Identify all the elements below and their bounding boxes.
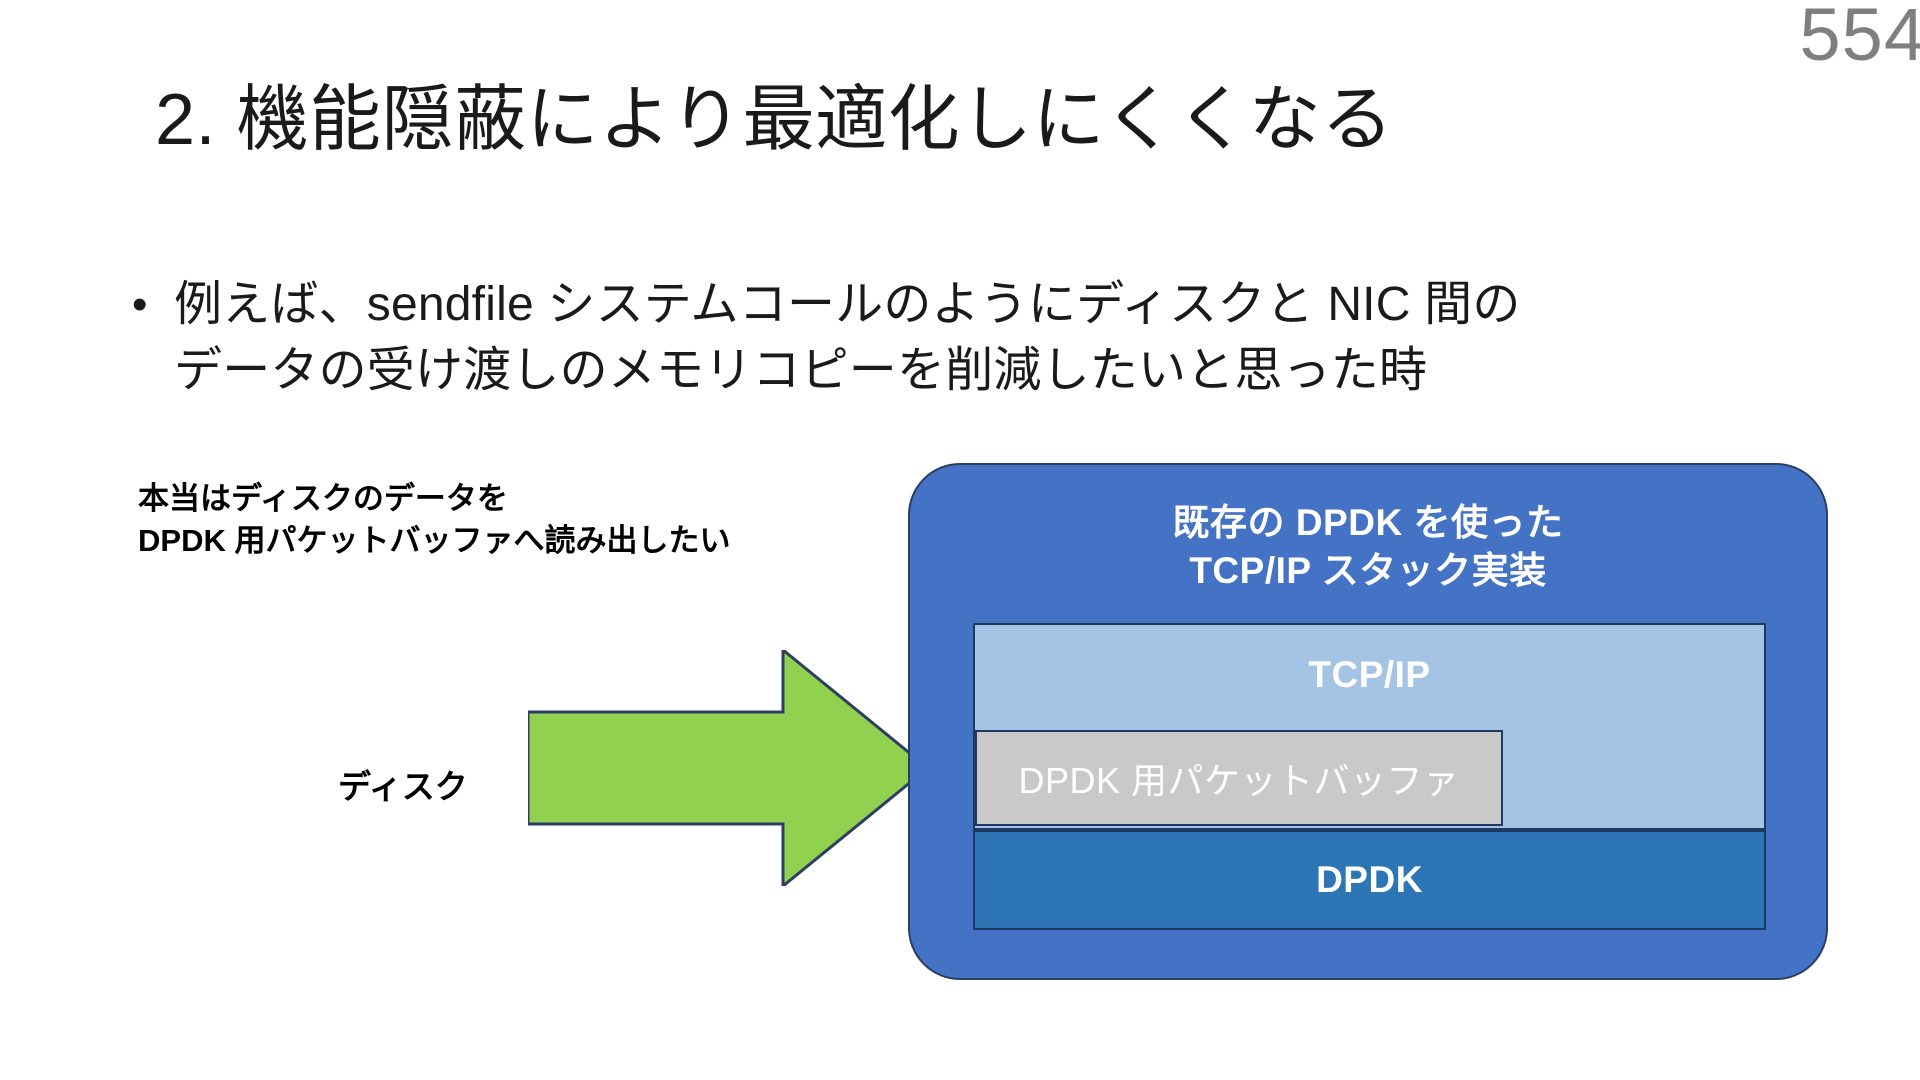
stack-layer-packet-buffer: DPDK 用パケットバッファ xyxy=(975,730,1503,826)
panel-heading: 既存の DPDK を使った TCP/IP スタック実装 xyxy=(910,499,1826,595)
disk-label: ディスク xyxy=(338,768,468,805)
list-item: • 例えば、sendfile システムコールのようにディスクと NIC 間の xyxy=(132,272,1772,338)
protocol-stack: TCP/IP DPDK DPDK 用パケットバッファ xyxy=(973,623,1766,930)
panel-heading-line-1: 既存の DPDK を使った xyxy=(1172,502,1564,543)
annotation-line-2: DPDK 用パケットバッファへ読み出したい xyxy=(138,522,731,558)
bullet-text-line-1: 例えば、sendfile システムコールのようにディスクと NIC 間の xyxy=(174,278,1521,331)
dpdk-stack-panel: 既存の DPDK を使った TCP/IP スタック実装 TCP/IP DPDK … xyxy=(908,463,1828,980)
bullet-marker-icon: • xyxy=(132,280,148,329)
green-right-arrow-icon xyxy=(528,650,928,886)
page-number: 554 xyxy=(1799,0,1920,76)
annotation-line-1: 本当はディスクのデータを xyxy=(138,481,508,516)
bullet-text-line-2: データの受け渡しのメモリコピーを削減したいと思った時 xyxy=(174,344,1428,397)
bullet-list: • 例えば、sendfile システムコールのようにディスクと NIC 間の デ… xyxy=(132,272,1772,404)
annotation-text: 本当はディスクのデータを DPDK 用パケットバッファへ読み出したい xyxy=(138,478,730,561)
stack-layer-dpdk: DPDK xyxy=(973,830,1766,930)
arrow-shape xyxy=(528,650,928,886)
page-title: 2. 機能隠蔽により最適化しにくくなる xyxy=(155,80,1394,160)
panel-heading-line-2: TCP/IP スタック実装 xyxy=(1189,550,1547,592)
